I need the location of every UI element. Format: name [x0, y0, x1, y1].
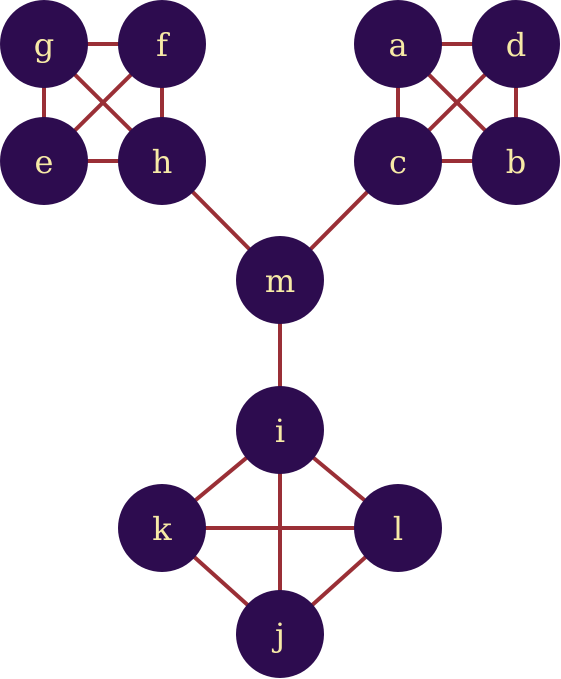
node-e: e	[0, 117, 88, 205]
node-label-m: m	[265, 262, 295, 300]
node-l: l	[354, 484, 442, 572]
node-k: k	[118, 484, 206, 572]
node-label-l: l	[393, 510, 403, 548]
node-g: g	[0, 0, 88, 88]
node-label-d: d	[506, 26, 526, 64]
node-circle-h	[118, 117, 206, 205]
node-label-e: e	[35, 143, 54, 181]
node-label-g: g	[34, 26, 54, 64]
node-h: h	[118, 117, 206, 205]
node-circle-j	[236, 590, 324, 678]
node-label-h: h	[152, 143, 173, 181]
node-label-a: a	[388, 26, 407, 64]
node-d: d	[472, 0, 560, 88]
node-circle-m	[236, 236, 324, 324]
node-i: i	[236, 386, 324, 474]
node-m: m	[236, 236, 324, 324]
node-circle-f	[118, 0, 206, 88]
node-circle-e	[0, 117, 88, 205]
node-j: j	[236, 590, 324, 678]
node-circle-i	[236, 386, 324, 474]
node-a: a	[354, 0, 442, 88]
node-circle-g	[0, 0, 88, 88]
node-label-i: i	[275, 412, 285, 450]
node-circle-l	[354, 484, 442, 572]
node-c: c	[354, 117, 442, 205]
node-label-c: c	[389, 143, 407, 181]
node-f: f	[118, 0, 206, 88]
node-circle-a	[354, 0, 442, 88]
node-label-b: b	[506, 143, 526, 181]
node-circle-b	[472, 117, 560, 205]
node-label-j: j	[271, 616, 285, 654]
node-circle-c	[354, 117, 442, 205]
node-label-k: k	[152, 510, 172, 548]
node-b: b	[472, 117, 560, 205]
node-label-f: f	[156, 26, 170, 64]
node-circle-d	[472, 0, 560, 88]
node-circle-k	[118, 484, 206, 572]
edge-layer	[42, 42, 518, 636]
